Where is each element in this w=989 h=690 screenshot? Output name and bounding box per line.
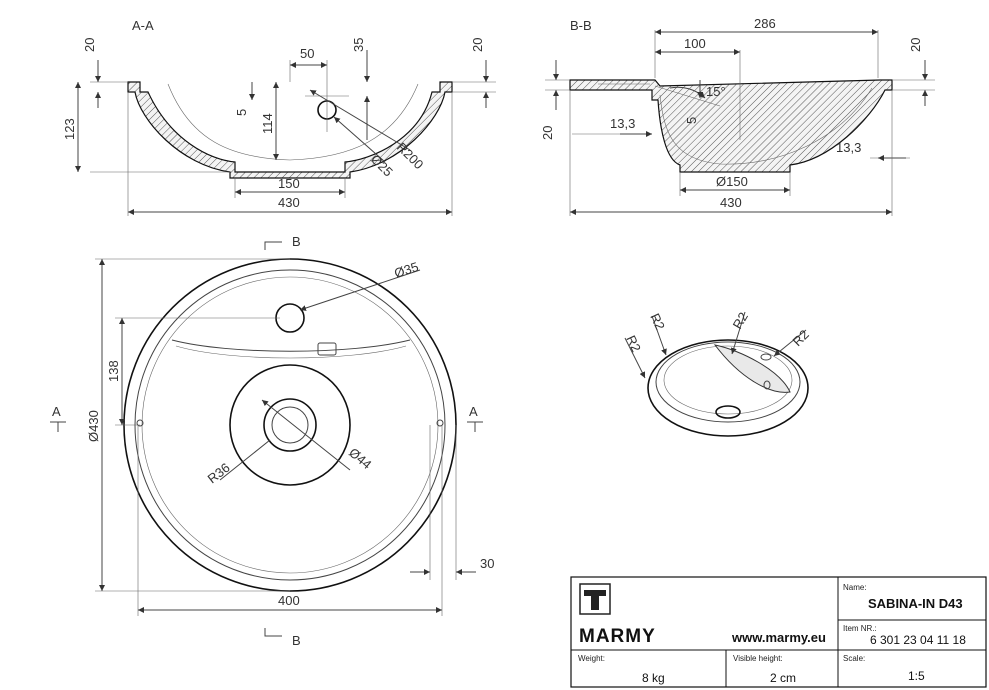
dim-bb-lip: 20 <box>540 126 555 140</box>
iso-drain <box>715 405 741 419</box>
iso-shelf <box>713 344 791 393</box>
dim-bb-shelf: 100 <box>684 36 706 51</box>
dim-aa-basin-depth: 114 <box>260 113 275 134</box>
plan-view: B B A A Ø35 138 Ø430 R36 Ø44 30 400 <box>50 234 494 648</box>
dim-aa-drain: 150 <box>278 176 300 191</box>
dim-aa-inner: 5 <box>234 109 249 116</box>
dim-aa-hole-drop: 35 <box>351 38 366 52</box>
plan-tap-hole <box>275 303 305 333</box>
dim-aa-depth: 123 <box>62 118 77 140</box>
dim-bb-wall-right: 13,3 <box>836 140 861 155</box>
marmy-logo-icon <box>579 583 611 615</box>
dim-plan-drain-r: R36 <box>205 460 233 487</box>
title-brand: MARMY <box>579 626 656 647</box>
dim-aa-hole-offset: 50 <box>300 46 314 61</box>
title-item-label: Item NR.: <box>843 624 877 633</box>
title-name-label: Name: <box>843 583 867 592</box>
title-scale-value: 1:5 <box>908 669 925 683</box>
plan-drain-inner <box>271 406 309 444</box>
dim-aa-radius: R200 <box>394 140 427 173</box>
plan-cut-bottom: B <box>292 633 301 648</box>
section-aa-profile <box>127 81 453 179</box>
dim-bb-rim: 20 <box>908 38 923 52</box>
dim-bb-drain: Ø150 <box>716 174 748 189</box>
dim-plan-tap-hole: Ø35 <box>392 259 420 281</box>
dim-plan-drain-dia: Ø44 <box>346 445 374 472</box>
plan-cut-top: B <box>292 234 301 249</box>
iso-view: R2 R2 R2 R2 <box>623 310 812 437</box>
plan-overflow <box>317 342 337 356</box>
dim-bb-inner: 5 <box>684 117 699 124</box>
dim-plan-rim: 30 <box>480 556 494 571</box>
plan-drain-ring <box>229 364 351 486</box>
title-website: www.marmy.eu <box>731 630 826 645</box>
section-bb-label: B-B <box>570 18 592 33</box>
section-aa-label: A-A <box>132 18 154 33</box>
section-bb-inner-curve <box>659 87 873 165</box>
section-a-a: A-A 20 123 50 35 20 5 114 R200 Ø <box>62 18 496 216</box>
iso-r-top: R2 <box>730 310 751 332</box>
iso-r-left: R2 <box>623 333 644 354</box>
section-b-b: B-B 286 100 20 15° 5 20 13,3 13,3 <box>540 16 935 216</box>
section-bb-profile <box>569 79 893 173</box>
title-scale-label: Scale: <box>843 654 865 663</box>
plan-drain-outer <box>263 398 317 452</box>
plan-shelf-edge <box>171 339 411 352</box>
dim-aa-rim: 20 <box>82 38 97 52</box>
dim-plan-tap-offset: 138 <box>106 360 121 382</box>
title-name-value: SABINA-IN D43 <box>868 596 963 611</box>
iso-outer <box>647 339 809 437</box>
title-weight-label: Weight: <box>578 654 605 663</box>
plan-cut-right: A <box>469 404 478 419</box>
iso-r-top-left: R2 <box>647 311 668 332</box>
title-item-value: 6 301 23 04 11 18 <box>870 633 966 647</box>
dim-aa-rim-right: 20 <box>470 38 485 52</box>
dim-plan-outer-dia: Ø430 <box>86 410 101 442</box>
title-weight-value: 8 kg <box>642 671 665 685</box>
title-visible-value: 2 cm <box>770 671 796 685</box>
iso-r-right: R2 <box>790 327 812 349</box>
title-block: MARMY www.marmy.eu Name: SABINA-IN D43 I… <box>570 576 987 688</box>
plan-cut-left: A <box>52 404 61 419</box>
dim-bb-angle: 15° <box>706 84 726 99</box>
title-visible-label: Visible height: <box>733 654 783 663</box>
dim-bb-wall-left: 13,3 <box>610 116 635 131</box>
dim-bb-width: 430 <box>720 195 742 210</box>
plan-outer-rim <box>123 258 457 592</box>
dim-aa-width: 430 <box>278 195 300 210</box>
dim-bb-total: 286 <box>754 16 776 31</box>
section-aa-inner-curve <box>167 83 419 161</box>
dim-plan-inner-width: 400 <box>278 593 300 608</box>
